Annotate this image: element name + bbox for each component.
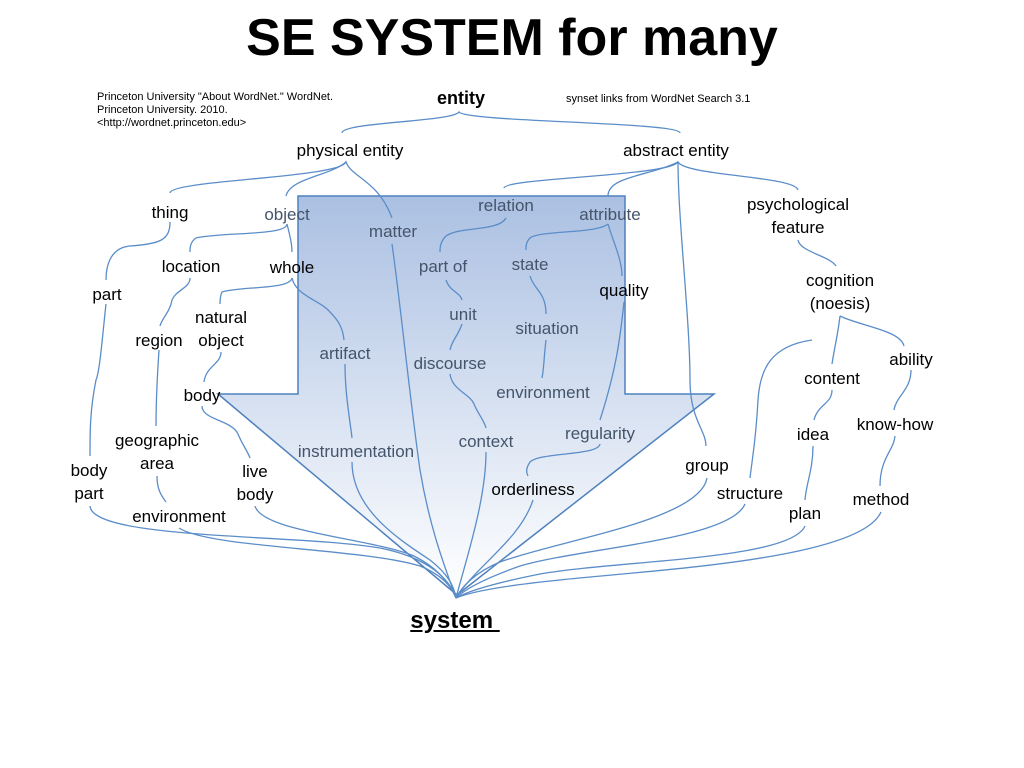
node-state: state [511, 255, 549, 274]
connector-physical-to-object [285, 161, 347, 197]
node-unit: unit [449, 305, 477, 324]
connector-abstract-to-group [677, 161, 707, 447]
connector-cognition-content [831, 315, 841, 365]
connector-environment-system [178, 527, 457, 599]
node-orderliness: orderliness [491, 480, 575, 499]
node-location: location [161, 257, 221, 276]
node-part-of: part of [418, 257, 468, 276]
node-group: group [685, 456, 729, 475]
connector-object-whole [286, 223, 293, 253]
connector-matter-system [391, 243, 457, 599]
node-environment-situation: environment [496, 383, 590, 402]
connector-method-system [455, 511, 882, 599]
connector-abstract-to-attribute [607, 161, 679, 197]
connector-partof-unit [445, 279, 463, 301]
node-part: part [92, 285, 122, 304]
connector-body-live [201, 405, 251, 459]
connector-attribute-state [525, 223, 609, 251]
connector-location-region [159, 277, 191, 327]
connector-structure-system [455, 503, 746, 599]
connector-knowhow-method [879, 435, 896, 487]
node-situation: situation [515, 319, 579, 338]
connector-livebody-system [254, 505, 457, 599]
connector-psych-cognition [797, 239, 837, 267]
node-entity: entity [436, 88, 486, 108]
connector-regularity-orderliness [526, 443, 601, 477]
node-plan: plan [788, 504, 822, 523]
node-idea: idea [796, 425, 830, 444]
node-relation: relation [478, 196, 534, 215]
node-matter: matter [368, 222, 418, 241]
node-discourse: discourse [413, 354, 487, 373]
node-know-how: know-how [856, 415, 934, 434]
citation-wordnet: Princeton University "About WordNet." Wo… [97, 91, 334, 129]
connector-region-geo [155, 349, 160, 427]
connector-idea-plan [804, 445, 814, 501]
node-content: content [804, 369, 860, 388]
node-geographic-area: geographic area [114, 431, 200, 473]
node-cognition: cognition (noesis) [805, 271, 875, 313]
node-body: body [183, 386, 221, 405]
node-environment-geographic: environment [132, 507, 226, 526]
citation-synset-links: synset links from WordNet Search 3.1 [566, 93, 751, 105]
connector-state-situation [529, 275, 547, 315]
node-artifact: artifact [319, 344, 371, 363]
node-psychological-feature: psychological feature [746, 195, 850, 237]
connector-part-bodypart [89, 303, 107, 457]
connector-object-location [189, 223, 288, 253]
connector-attribute-quality [607, 223, 623, 277]
node-natural-object: natural object [195, 308, 247, 350]
node-whole: whole [269, 258, 315, 277]
connector-lines [89, 110, 912, 599]
connector-group-system [455, 477, 708, 599]
connector-context-system [455, 451, 487, 599]
connector-plan-system [455, 525, 806, 599]
connector-geo-environment [156, 475, 167, 503]
node-live-body: live body [236, 462, 274, 504]
connector-cognition-ability [839, 315, 905, 347]
connector-quality-regularity [599, 301, 625, 421]
node-instrumentation: instrumentation [297, 442, 415, 461]
node-attribute: attribute [579, 205, 641, 224]
connector-situation-environment [541, 339, 547, 379]
connector-whole-artifact [291, 277, 345, 341]
connector-relation-partof [439, 217, 507, 253]
connector-ability-knowhow [893, 369, 912, 411]
connector-thing-part [105, 221, 171, 281]
node-system: system [410, 607, 500, 634]
node-regularity: regularity [565, 424, 635, 443]
connector-content-idea [813, 389, 833, 421]
connector-abstract-brace [503, 160, 799, 191]
connector-cognition-structure [749, 339, 813, 479]
connector-entity-brace [341, 110, 681, 134]
node-physical-entity: physical entity [296, 141, 404, 160]
node-ability: ability [889, 350, 933, 369]
node-region: region [135, 331, 183, 350]
connector-natural-body [203, 351, 222, 383]
connector-artifact-instrumentation [344, 363, 353, 439]
node-structure: structure [716, 484, 784, 503]
node-abstract-entity: abstract entity [623, 141, 729, 160]
connector-whole-natural [219, 277, 293, 305]
connector-unit-discourse [449, 323, 463, 351]
node-object: object [264, 205, 310, 224]
node-thing: thing [151, 203, 189, 222]
connector-discourse-context [449, 373, 487, 429]
node-method: method [852, 490, 910, 509]
node-context: context [458, 432, 514, 451]
node-quality: quality [599, 281, 649, 300]
slide-title: SE SYSTEM for many [246, 9, 778, 67]
node-body-part: body part [70, 461, 108, 503]
